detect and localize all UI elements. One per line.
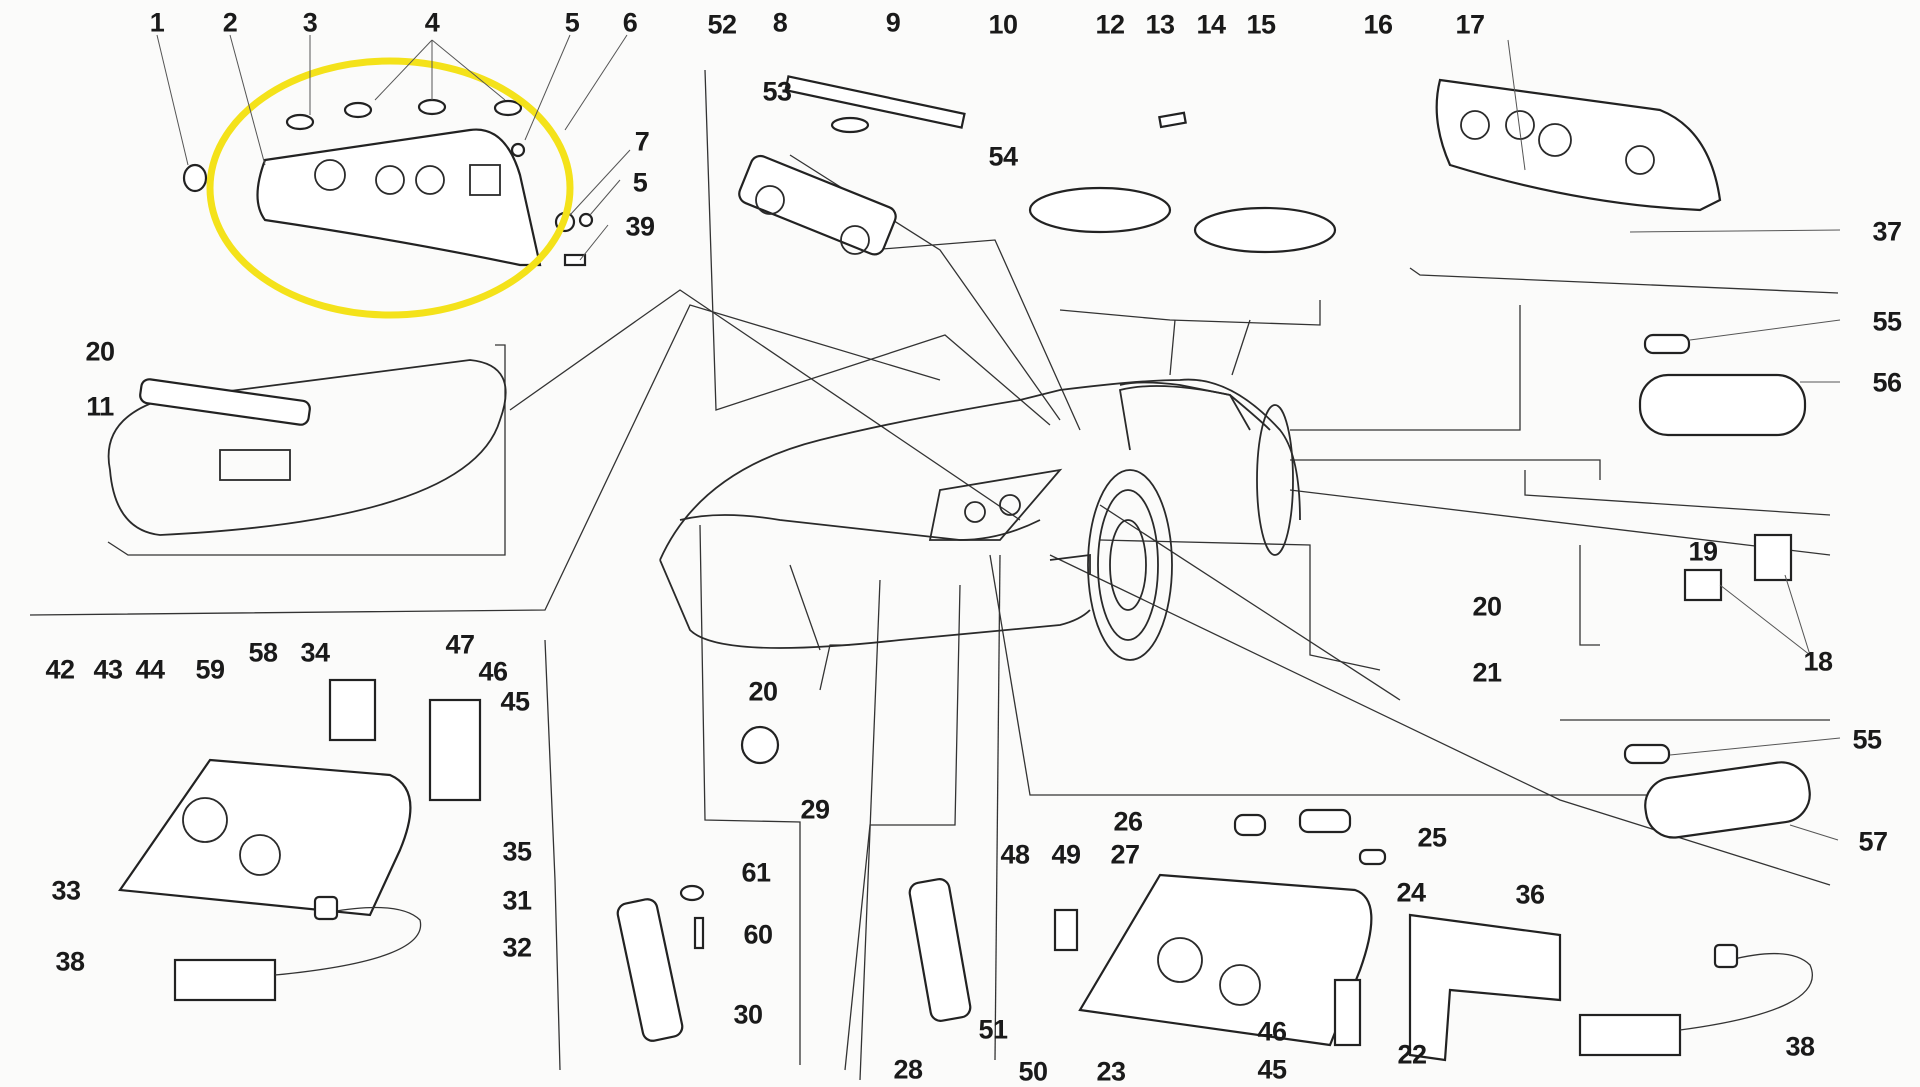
- callout-1: 1: [149, 7, 165, 38]
- section-lines: [29, 69, 1839, 1080]
- callout-23: 23: [1096, 1056, 1126, 1087]
- callout-25: 25: [1417, 822, 1447, 853]
- callout-34: 34: [300, 637, 330, 668]
- rear-light-right: [1435, 78, 1722, 212]
- callout-45b: 45: [1257, 1054, 1287, 1085]
- callout-38b: 38: [1785, 1031, 1815, 1062]
- callout-58: 58: [248, 637, 278, 668]
- callout-46a: 46: [478, 656, 508, 687]
- callout-5b: 5: [632, 167, 648, 198]
- callout-53: 53: [762, 76, 792, 107]
- callout-30: 30: [733, 999, 763, 1030]
- callout-47: 47: [445, 629, 475, 660]
- callout-21: 21: [1472, 657, 1502, 688]
- callout-44: 44: [135, 654, 165, 685]
- callout-55b: 55: [1852, 724, 1882, 755]
- callout-27: 27: [1110, 839, 1140, 870]
- callout-8: 8: [772, 7, 788, 38]
- actuators: [616, 725, 1387, 1042]
- frunk-light: [107, 359, 507, 536]
- callout-29: 29: [800, 794, 830, 825]
- callout-55: 55: [1872, 306, 1902, 337]
- callout-22: 22: [1397, 1039, 1427, 1070]
- callout-20c: 20: [748, 676, 778, 707]
- callout-50: 50: [1018, 1056, 1048, 1087]
- callout-57: 57: [1858, 826, 1888, 857]
- callout-38a: 38: [55, 946, 85, 977]
- highlight-ellipse: [206, 57, 574, 319]
- callout-17: 17: [1455, 9, 1485, 40]
- callout-14: 14: [1196, 9, 1226, 40]
- callout-19: 19: [1688, 536, 1718, 567]
- callout-24: 24: [1396, 877, 1426, 908]
- side-repeaters: [1623, 333, 1811, 839]
- callout-54: 54: [988, 141, 1018, 172]
- callout-11: 11: [86, 391, 114, 422]
- callout-35: 35: [502, 836, 532, 867]
- callout-51: 51: [978, 1014, 1008, 1045]
- callout-28: 28: [893, 1054, 923, 1085]
- callout-4: 4: [424, 7, 440, 38]
- callout-15: 15: [1246, 9, 1276, 40]
- tail-light-assembly: [182, 57, 594, 319]
- callout-31: 31: [502, 885, 532, 916]
- callout-2: 2: [222, 7, 238, 38]
- callout-10: 10: [988, 9, 1018, 40]
- callout-12: 12: [1095, 9, 1125, 40]
- callout-42: 42: [45, 654, 75, 685]
- callout-16: 16: [1363, 9, 1393, 40]
- callout-26: 26: [1113, 806, 1143, 837]
- headlight-left: [118, 678, 482, 1002]
- callout-5: 5: [564, 7, 580, 38]
- callout-36: 36: [1515, 879, 1545, 910]
- callout-37: 37: [1872, 216, 1902, 247]
- callout-7: 7: [634, 126, 650, 157]
- callout-59: 59: [195, 654, 225, 685]
- callout-45a: 45: [500, 686, 530, 717]
- leader-lines: [156, 34, 1841, 841]
- callout-60: 60: [743, 919, 773, 950]
- callout-46b: 46: [1257, 1016, 1287, 1047]
- callout-61: 61: [741, 857, 771, 888]
- headlight-right: [1053, 873, 1813, 1062]
- callout-52: 52: [707, 9, 737, 40]
- callout-43: 43: [93, 654, 123, 685]
- callout-48: 48: [1000, 839, 1030, 870]
- callout-6: 6: [622, 7, 638, 38]
- callout-20b: 20: [1472, 591, 1502, 622]
- callout-13: 13: [1145, 9, 1175, 40]
- car-illustration: [659, 378, 1301, 661]
- callout-49: 49: [1051, 839, 1081, 870]
- callout-33: 33: [51, 875, 81, 906]
- callout-32: 32: [502, 932, 532, 963]
- courtesy-lights: [738, 75, 1337, 256]
- callout-3: 3: [302, 7, 318, 38]
- callout-20a: 20: [85, 336, 115, 367]
- callout-39: 39: [625, 211, 655, 242]
- callout-9: 9: [885, 7, 901, 38]
- callout-18: 18: [1803, 646, 1833, 677]
- callout-56: 56: [1872, 367, 1902, 398]
